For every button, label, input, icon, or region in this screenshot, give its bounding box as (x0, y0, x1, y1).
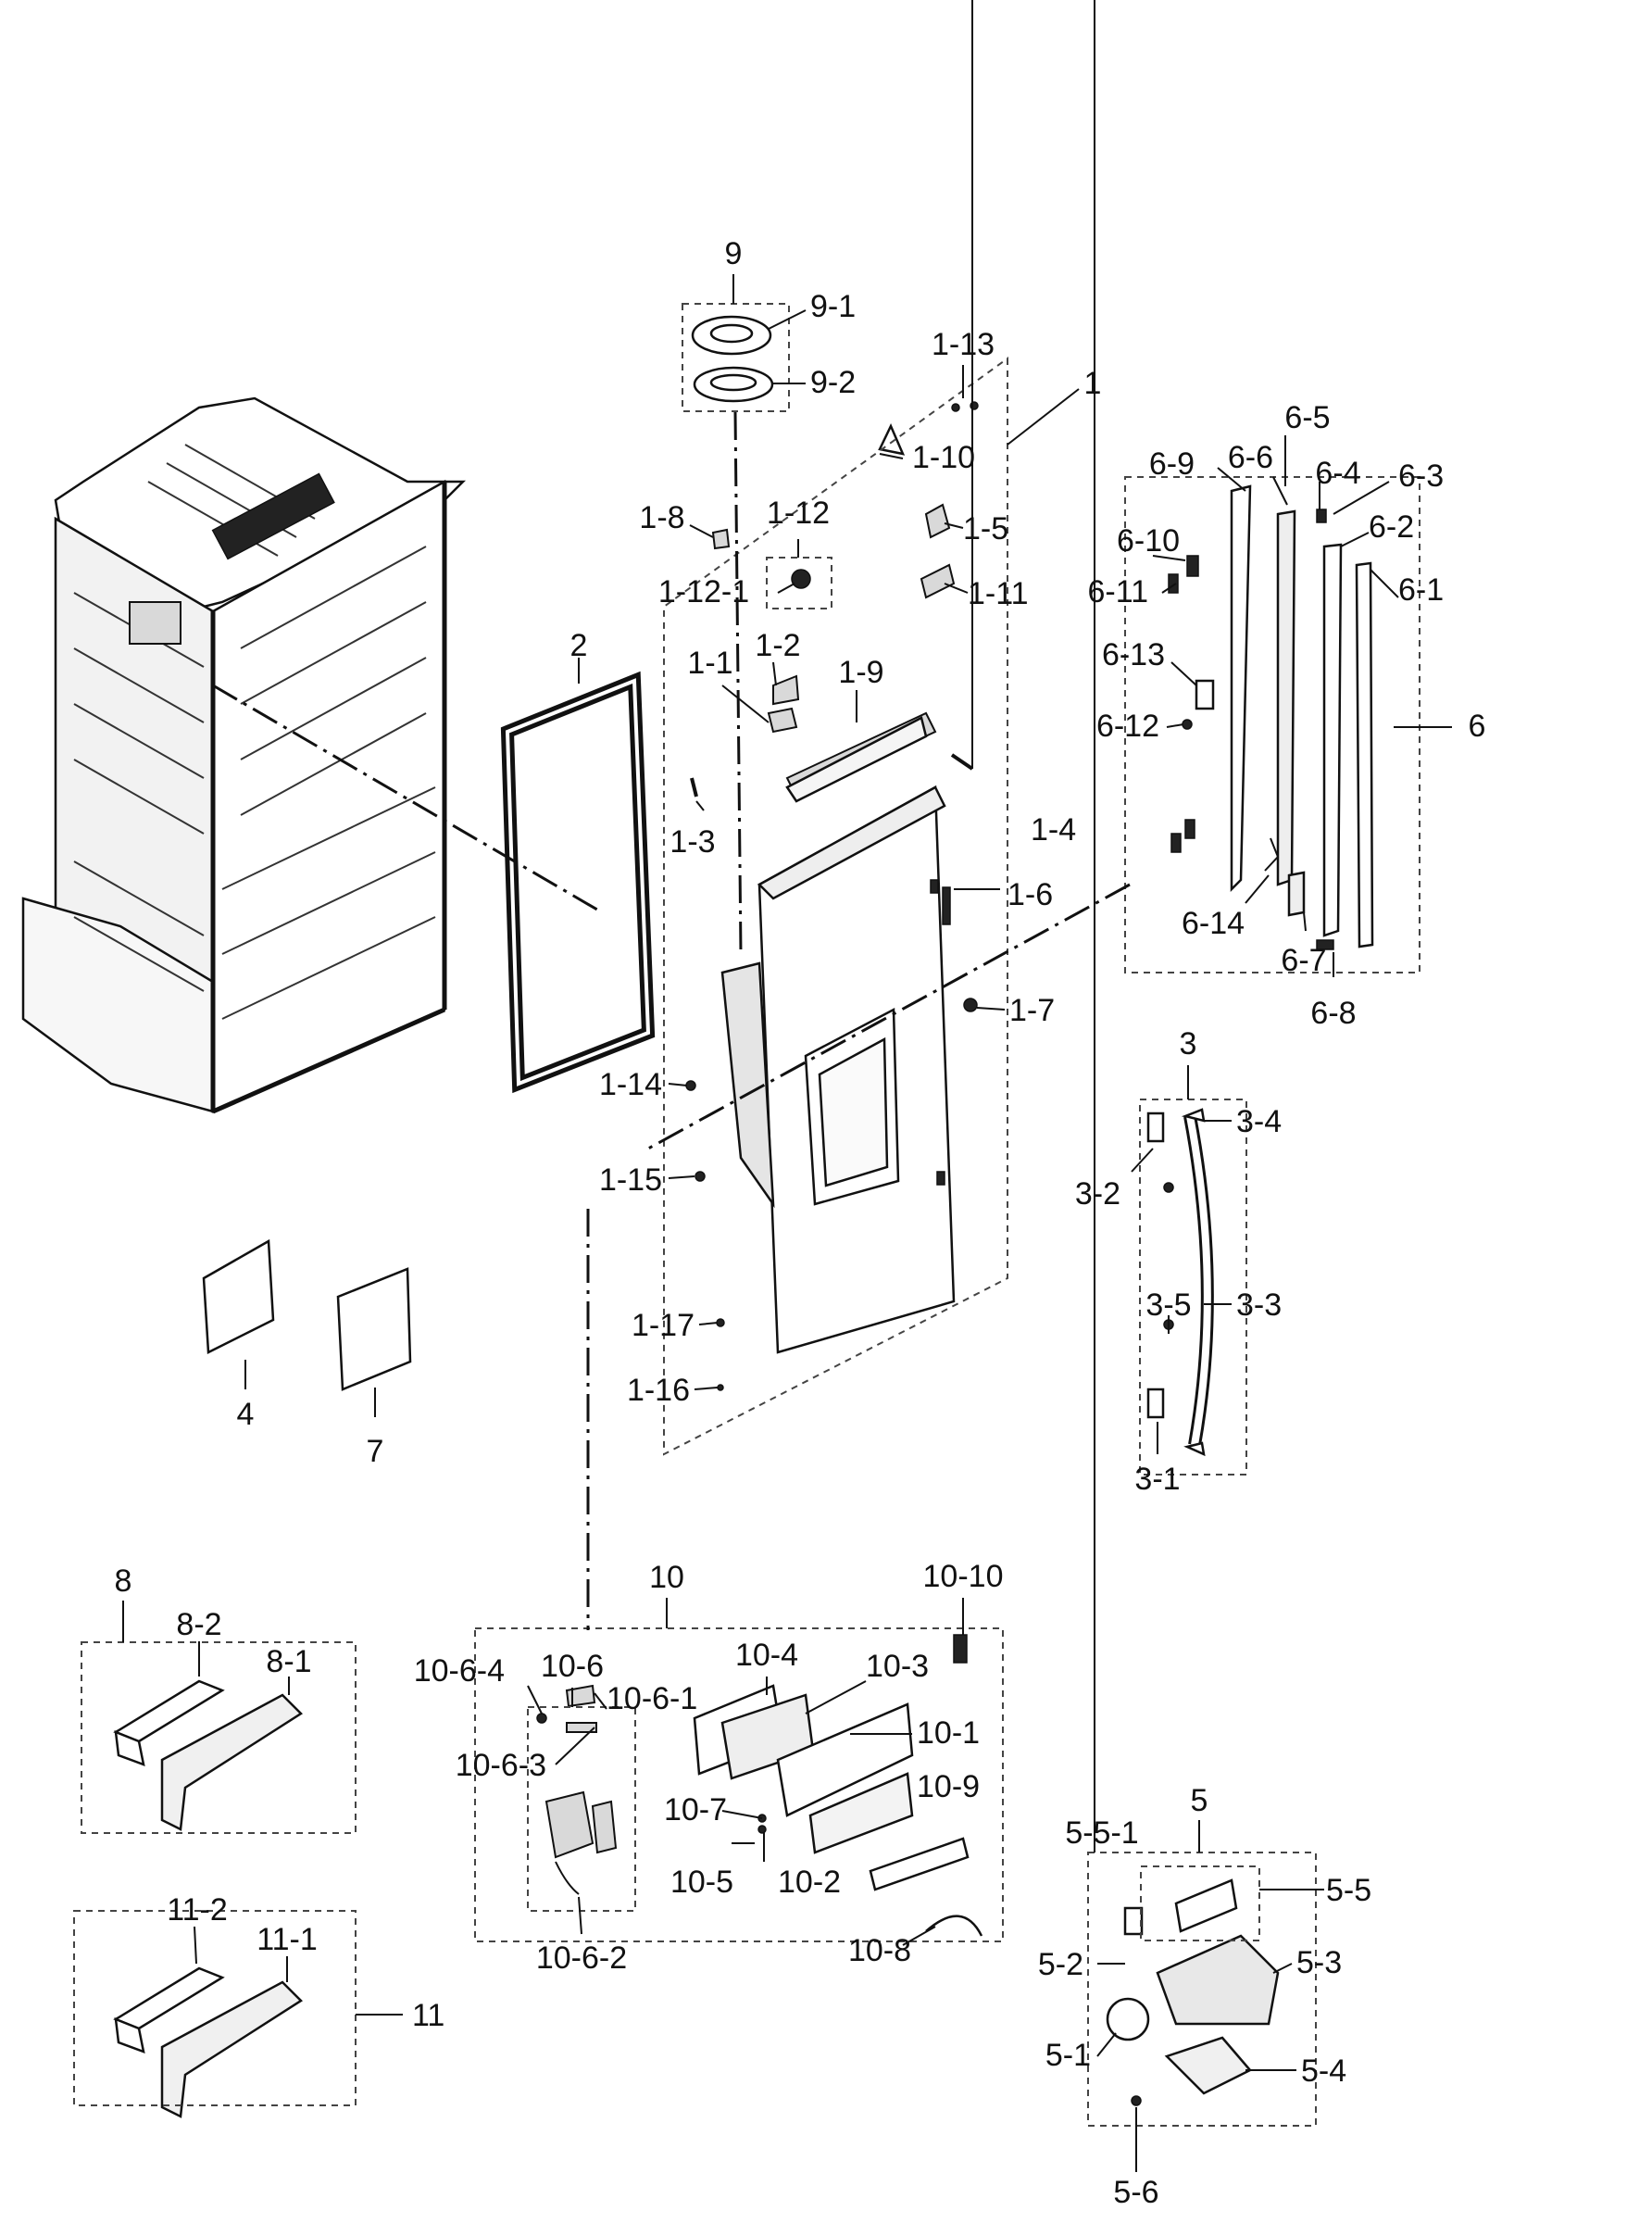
callout-label-10-9: 10-9 (917, 1769, 980, 1804)
callout-label-10-6-1: 10-6-1 (607, 1681, 697, 1716)
panel-4 (202, 1238, 275, 1354)
callout-label-1-16: 1-16 (627, 1373, 690, 1408)
callout-label-1-13: 1-13 (932, 327, 995, 362)
callout-label-1: 1 (1084, 366, 1102, 401)
callout-label-10-3: 10-3 (866, 1649, 929, 1684)
callout-label-11-1: 11-1 (257, 1922, 318, 1957)
callout-label-10-5: 10-5 (670, 1865, 733, 1900)
callout-label-10-6-2: 10-6-2 (536, 1940, 627, 1976)
callout-label-10-8: 10-8 (848, 1933, 911, 1968)
callout-label-9-1: 9-1 (810, 289, 856, 324)
callout-label-1-17: 1-17 (632, 1308, 695, 1343)
callout-label-10-1: 10-1 (917, 1715, 980, 1751)
callout-label-1-12: 1-12 (767, 496, 830, 531)
callout-label-6-2: 6-2 (1369, 509, 1414, 545)
callout-label-5: 5 (1191, 1783, 1208, 1818)
callout-label-3-2: 3-2 (1075, 1176, 1120, 1212)
callout-label-6-1: 6-1 (1398, 572, 1444, 608)
callout-label-1-4: 1-4 (1031, 812, 1076, 848)
callout-label-1-10: 1-10 (912, 440, 975, 475)
callout-label-1-11: 1-11 (968, 576, 1029, 611)
callout-label-3-5: 3-5 (1145, 1287, 1191, 1323)
duct-assembly-11 (113, 1966, 303, 2118)
callout-label-10-2: 10-2 (778, 1865, 841, 1900)
callout-label-1-1: 1-1 (687, 646, 732, 681)
callout-label-5-4: 5-4 (1301, 2053, 1346, 2089)
callout-label-1-9: 1-9 (838, 655, 883, 690)
callout-label-11-2: 11-2 (167, 1892, 228, 1928)
callout-label-5-5: 5-5 (1326, 1873, 1371, 1908)
door-assembly-1 (720, 711, 956, 1354)
callout-label-10-6-4: 10-6-4 (414, 1653, 505, 1689)
callout-label-1-2: 1-2 (755, 628, 800, 663)
callout-label-10-4: 10-4 (735, 1638, 798, 1673)
callout-label-6-8: 6-8 (1310, 996, 1356, 1031)
callout-label-6-14: 6-14 (1182, 906, 1245, 941)
callout-label-1-8: 1-8 (639, 500, 684, 535)
callout-label-10: 10 (649, 1560, 684, 1595)
callout-label-6-4: 6-4 (1315, 456, 1360, 491)
callout-label-5-1: 5-1 (1045, 2038, 1091, 2073)
cabinet-assembly (21, 396, 467, 1114)
callout-label-5-2: 5-2 (1038, 1947, 1083, 1982)
callout-label-1-14: 1-14 (599, 1067, 662, 1102)
callout-label-6-13: 6-13 (1102, 637, 1165, 672)
callout-label-6-12: 6-12 (1096, 709, 1159, 744)
callout-label-6: 6 (1469, 709, 1486, 744)
callout-label-2: 2 (570, 628, 588, 663)
group-outlines (73, 303, 1420, 2127)
callout-label-10-10: 10-10 (923, 1559, 1004, 1594)
callout-label-1-7: 1-7 (1009, 993, 1055, 1028)
callout-label-6-3: 6-3 (1398, 458, 1444, 494)
callout-label-4: 4 (237, 1397, 255, 1432)
handle-parts-6 (1168, 484, 1374, 950)
callout-label-10-6-3: 10-6-3 (456, 1748, 546, 1783)
callout-label-9-2: 9-2 (810, 365, 856, 400)
callout-label-6-5: 6-5 (1284, 400, 1330, 435)
callout-label-8-1: 8-1 (266, 1644, 311, 1679)
callout-label-1-5: 1-5 (963, 511, 1008, 546)
callout-label-6-9: 6-9 (1149, 446, 1195, 482)
callout-label-1-3: 1-3 (670, 824, 715, 860)
callout-label-1-12-1: 1-12-1 (658, 574, 749, 609)
callout-label-6-7: 6-7 (1281, 943, 1326, 978)
callout-label-3-4: 3-4 (1236, 1104, 1282, 1139)
door-gasket-2 (500, 671, 656, 1094)
dispenser-parts-10 (536, 1634, 983, 1937)
handle-parts-3 (1146, 1108, 1214, 1457)
callout-label-11: 11 (412, 1998, 444, 2033)
callout-label-10-6: 10-6 (541, 1649, 604, 1684)
callout-label-5-3: 5-3 (1296, 1945, 1342, 1980)
callout-label-3-3: 3-3 (1236, 1287, 1282, 1323)
leader-lines (122, 0, 1452, 2172)
callout-label-6-10: 6-10 (1117, 523, 1180, 559)
duct-assembly-8 (113, 1679, 303, 1831)
ice-maker-parts-5 (1106, 1878, 1280, 2106)
callout-label-3-1: 3-1 (1134, 1462, 1180, 1497)
assembly-lines (212, 411, 1131, 1630)
callout-label-3: 3 (1180, 1026, 1197, 1061)
callout-label-1-15: 1-15 (599, 1162, 662, 1198)
callout-label-6-6: 6-6 (1228, 440, 1273, 475)
callout-label-5-5-1: 5-5-1 (1065, 1815, 1138, 1851)
callout-label-6-11: 6-11 (1087, 574, 1148, 609)
callout-label-8-2: 8-2 (176, 1607, 221, 1642)
callout-label-8: 8 (115, 1564, 132, 1599)
callout-label-9: 9 (725, 236, 743, 271)
callout-label-1-6: 1-6 (1007, 877, 1053, 912)
cap-parts-9 (691, 315, 774, 403)
panel-7 (336, 1267, 412, 1391)
callout-label-7: 7 (367, 1434, 384, 1469)
callout-label-5-6: 5-6 (1113, 2175, 1158, 2210)
callout-label-10-7: 10-7 (664, 1792, 727, 1827)
